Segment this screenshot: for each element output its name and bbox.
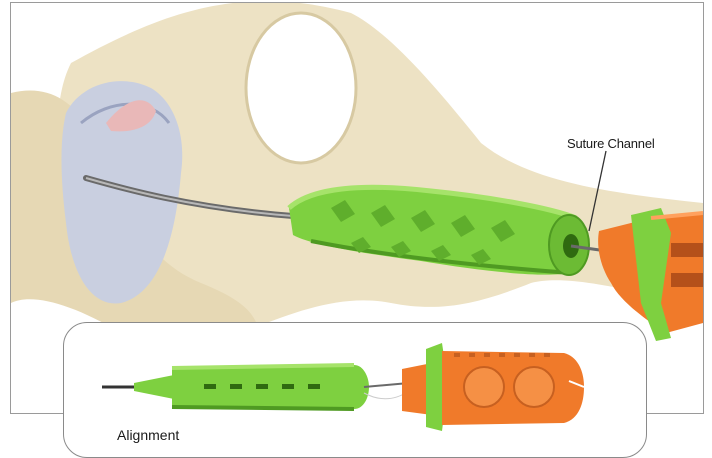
green-cone [134, 375, 174, 399]
inset-green-handle [172, 365, 369, 409]
suture-channel-label: Suture Channel [567, 136, 655, 151]
alignment-inset: Alignment [63, 322, 647, 458]
alignment-label: Alignment [117, 427, 179, 443]
obturator-foramen [246, 13, 356, 163]
